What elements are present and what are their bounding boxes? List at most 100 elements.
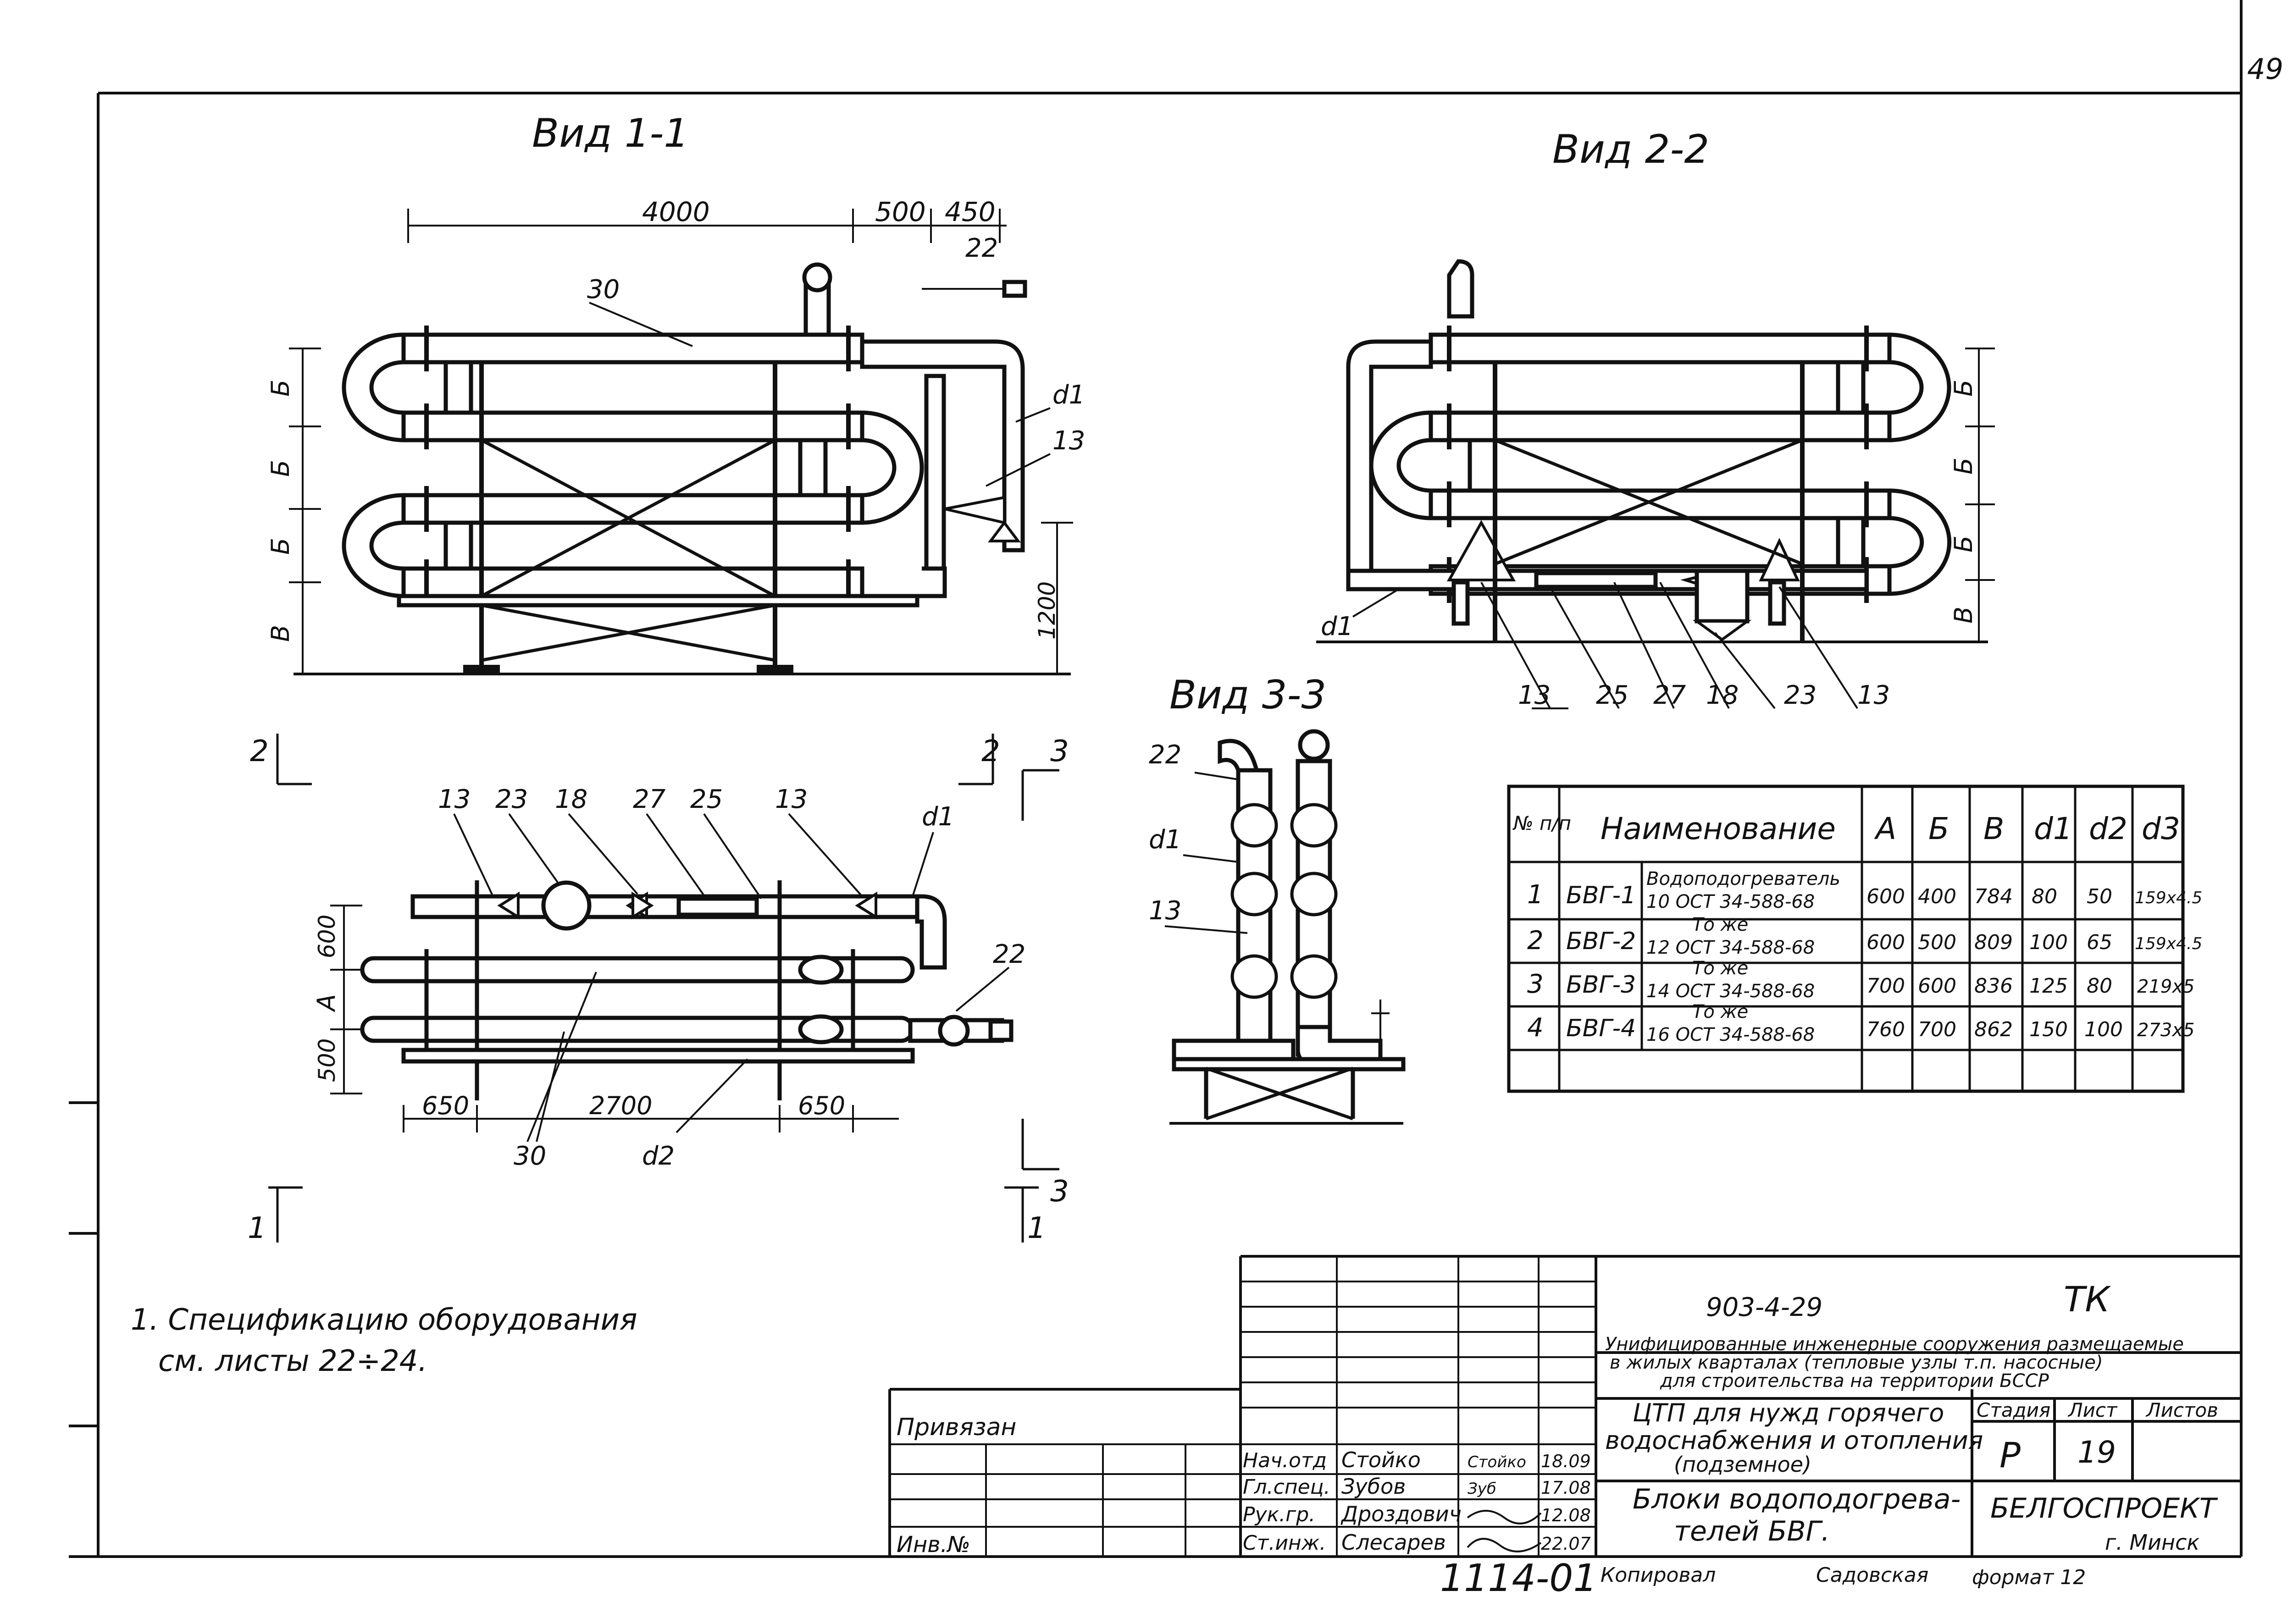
plan-label-d2: d2 bbox=[642, 1141, 675, 1171]
v22-label-27: 27 bbox=[1653, 680, 1686, 710]
cell-code: БВГ-2 bbox=[1566, 928, 1636, 955]
dim-4000: 4000 bbox=[642, 196, 710, 227]
plan-h-500: 500 bbox=[314, 1038, 340, 1082]
v22-h-b2: Б bbox=[1949, 458, 1978, 475]
staff-row: Гл.спец. Зубов Зуб 17.08 bbox=[1243, 1474, 1591, 1499]
plan-h-600: 600 bbox=[314, 915, 340, 958]
sheets-header: Листов bbox=[2145, 1399, 2218, 1421]
cell-d1: 80 bbox=[2032, 885, 2057, 908]
cell-desc-1: То же bbox=[1692, 1001, 1748, 1022]
plan-view: 2 2 3 3 1 1 bbox=[248, 734, 1069, 1245]
project-line-3: для строительства на территории БССР bbox=[1660, 1370, 2049, 1392]
v11-label-d1: d1 bbox=[1052, 380, 1085, 410]
dim-500: 500 bbox=[875, 196, 926, 227]
cell-d2: 100 bbox=[2084, 1018, 2123, 1041]
cell-d2: 80 bbox=[2087, 974, 2112, 998]
cell-desc-2: 14 ОСТ 34-588-68 bbox=[1646, 981, 1815, 1002]
cell-desc-1: Водоподогреватель bbox=[1646, 868, 1840, 889]
cell-a: 760 bbox=[1867, 1018, 1905, 1041]
view-2-2: Вид 2-2 bbox=[1316, 127, 1995, 710]
plan-label-13a: 13 bbox=[438, 784, 471, 814]
v33-label-d1: d1 bbox=[1149, 825, 1181, 855]
drawing-line-2: телей БВГ. bbox=[1674, 1515, 1830, 1547]
note-line-1: 1. Спецификацию оборудования bbox=[131, 1303, 637, 1337]
cell-v: 809 bbox=[1974, 931, 2013, 954]
cell-n: 1 bbox=[1527, 880, 1544, 910]
stage-value: Р bbox=[1999, 1435, 2021, 1475]
plan-label-22: 22 bbox=[993, 939, 1025, 969]
cell-d2: 50 bbox=[2087, 885, 2112, 908]
v11-label-30: 30 bbox=[587, 275, 620, 304]
staff-row: Ст.инж. Слесарев 22.07 bbox=[1243, 1530, 1591, 1555]
format-label: формат 12 bbox=[1972, 1566, 2086, 1589]
v11-h-b2: Б bbox=[266, 460, 295, 477]
v22-h-b3: Б bbox=[1949, 536, 1978, 552]
v22-h-v: В bbox=[1949, 607, 1978, 624]
cell-d3: 219х5 bbox=[2137, 976, 2194, 997]
signature-mark bbox=[1467, 1538, 1542, 1552]
v22-label-18: 18 bbox=[1706, 680, 1739, 710]
cell-b: 700 bbox=[1918, 1018, 1956, 1041]
staff-role: Рук.гр. bbox=[1243, 1503, 1315, 1526]
cell-desc-2: 12 ОСТ 34-588-68 bbox=[1646, 937, 1815, 958]
th-b: Б bbox=[1928, 811, 1949, 846]
cell-d3: 273х5 bbox=[2137, 1020, 2194, 1041]
staff-role: Нач.отд bbox=[1243, 1449, 1327, 1472]
th-d2: d2 bbox=[2089, 811, 2127, 846]
copied-label: Копировал bbox=[1601, 1563, 1716, 1587]
bottom-code: 1114-01 bbox=[1440, 1557, 1597, 1600]
cell-d1: 100 bbox=[2029, 931, 2068, 954]
note: 1. Спецификацию оборудования см. листы 2… bbox=[131, 1303, 637, 1378]
cell-n: 2 bbox=[1527, 926, 1544, 956]
dim-450: 450 bbox=[945, 196, 996, 227]
cell-v: 784 bbox=[1974, 885, 2013, 908]
spec-table: № п/п Наименование А Б В d1 d2 d3 1 БВГ-… bbox=[1507, 784, 2202, 1093]
plan-dim-2700: 2700 bbox=[589, 1091, 652, 1120]
title-block: 903-4-29 ТК Унифицированные инженерные с… bbox=[888, 1255, 2241, 1600]
organization: БЕЛГОСПРОЕКТ bbox=[1990, 1492, 2218, 1525]
cell-a: 600 bbox=[1867, 885, 1905, 908]
v33-label-13: 13 bbox=[1149, 896, 1181, 926]
section-mark-2b: 2 bbox=[981, 735, 1000, 768]
v22-h-b1: Б bbox=[1949, 380, 1978, 397]
plan-label-30: 30 bbox=[514, 1141, 546, 1171]
cell-d1: 125 bbox=[2029, 974, 2068, 998]
cell-b: 500 bbox=[1918, 931, 1956, 954]
v22-label-25: 25 bbox=[1596, 680, 1628, 710]
copied-name: Садовская bbox=[1816, 1563, 1928, 1587]
cell-v: 836 bbox=[1974, 974, 2013, 998]
plan-label-13b: 13 bbox=[775, 784, 808, 814]
plan-dim-650a: 650 bbox=[422, 1091, 469, 1120]
staff-date: 12.08 bbox=[1541, 1505, 1591, 1525]
cell-b: 400 bbox=[1918, 885, 1956, 908]
table-row: 1 БВГ-1 Водоподогреватель 10 ОСТ 34-588-… bbox=[1527, 868, 2202, 912]
staff-name: Стойко bbox=[1341, 1447, 1421, 1472]
cell-d2: 65 bbox=[2087, 931, 2112, 954]
staff-row: Нач.отд Стойко Стойко 18.09 bbox=[1243, 1447, 1591, 1472]
sheet-header: Лист bbox=[2067, 1399, 2118, 1421]
note-line-2: см. листы 22÷24. bbox=[158, 1344, 427, 1378]
cell-code: БВГ-4 bbox=[1566, 1015, 1636, 1042]
v11-label-22: 22 bbox=[965, 233, 998, 263]
sheet-corner-number: 49 bbox=[2247, 52, 2283, 86]
cell-n: 3 bbox=[1527, 969, 1544, 999]
table-row: 4 БВГ-4 То же 16 ОСТ 34-588-68 760 700 8… bbox=[1527, 1001, 2194, 1045]
frame bbox=[69, 0, 2243, 1558]
table-row: 3 БВГ-3 То же 14 ОСТ 34-588-68 700 600 8… bbox=[1527, 958, 2194, 1002]
th-npp: № п/п bbox=[1512, 812, 1571, 834]
cell-b: 600 bbox=[1918, 974, 1956, 998]
plan-label-27: 27 bbox=[633, 784, 666, 814]
doc-code: 903-4-29 bbox=[1706, 1293, 1822, 1322]
view-1-1-title: Вид 1-1 bbox=[532, 110, 689, 156]
th-d1: d1 bbox=[2034, 811, 2072, 846]
object-line-3: (подземное) bbox=[1674, 1452, 1811, 1477]
section-mark-3b: 3 bbox=[1050, 1175, 1069, 1209]
plan-h-a: А bbox=[312, 994, 341, 1012]
v22-label-d1: d1 bbox=[1321, 612, 1353, 641]
privyazan-label: Привязан bbox=[897, 1414, 1016, 1441]
inv-label: Инв.№ bbox=[897, 1532, 970, 1558]
plan-label-d1: d1 bbox=[922, 802, 954, 832]
view-3-3: Вид 3-3 22 d1 13 bbox=[1149, 672, 1406, 1125]
v22-label-13b: 13 bbox=[1857, 680, 1890, 710]
